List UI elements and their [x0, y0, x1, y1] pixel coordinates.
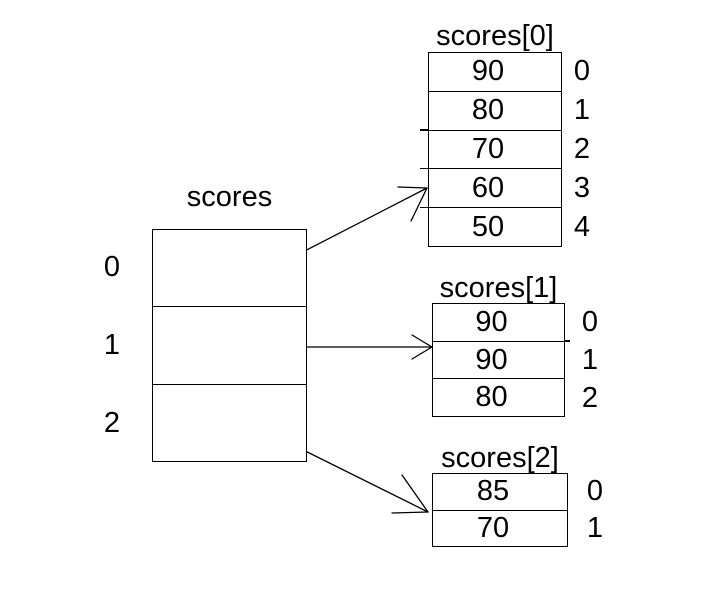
scores2-index-labels: 0 1	[577, 473, 613, 547]
main-array-cell-2	[153, 383, 306, 461]
scores2-title: scores[2]	[441, 442, 559, 474]
scores1-cell-0: 90	[475, 305, 508, 338]
main-array-index-labels: 0 1 2	[84, 229, 120, 462]
scores1-index-1: 1	[581, 343, 599, 376]
main-array-index-2: 2	[103, 406, 120, 439]
main-array-index-1: 1	[103, 329, 120, 361]
main-array-index-0: 0	[103, 251, 120, 284]
main-array-box	[152, 229, 307, 462]
scores0-cell-2: 70	[420, 129, 561, 169]
scores1-index-labels: 0 1 2	[572, 303, 608, 417]
scores1-box: 90 90 80	[432, 303, 570, 417]
scores2-box: 85 70	[432, 473, 568, 547]
scores1-cell-2: 80	[433, 378, 564, 416]
scores0-index-3: 3	[573, 172, 591, 204]
scores1-title: scores[1]	[439, 272, 558, 304]
scores0-index-labels: 0 1 2 3 4	[566, 52, 598, 247]
scores2-cell-0: 85	[476, 475, 510, 508]
scores0-cell-0: 90	[471, 55, 505, 88]
main-array-cell-1	[153, 306, 306, 383]
scores0-index-4: 4	[573, 211, 591, 243]
scores0-cell-1: 80	[429, 90, 561, 130]
scores0-index-2: 2	[573, 133, 591, 165]
scores1-index-2: 2	[581, 381, 599, 414]
scores2-cell-1: 70	[433, 509, 567, 547]
scores0-index-1: 1	[573, 94, 591, 126]
scores0-index-0: 0	[573, 55, 591, 87]
scores1-index-0: 0	[581, 305, 599, 338]
main-array-cell-0	[153, 230, 306, 306]
scores0-cell-4: 50	[420, 206, 561, 246]
scores0-title: scores[0]	[436, 20, 554, 52]
scores2-index-0: 0	[586, 475, 604, 507]
scores0-cell-3: 60	[420, 167, 561, 207]
scores0-box: 90 80 70 60 50	[420, 52, 562, 247]
main-array-title: scores	[186, 181, 273, 213]
scores1-cell-1: 90	[433, 340, 570, 379]
scores2-index-1: 1	[586, 512, 604, 544]
